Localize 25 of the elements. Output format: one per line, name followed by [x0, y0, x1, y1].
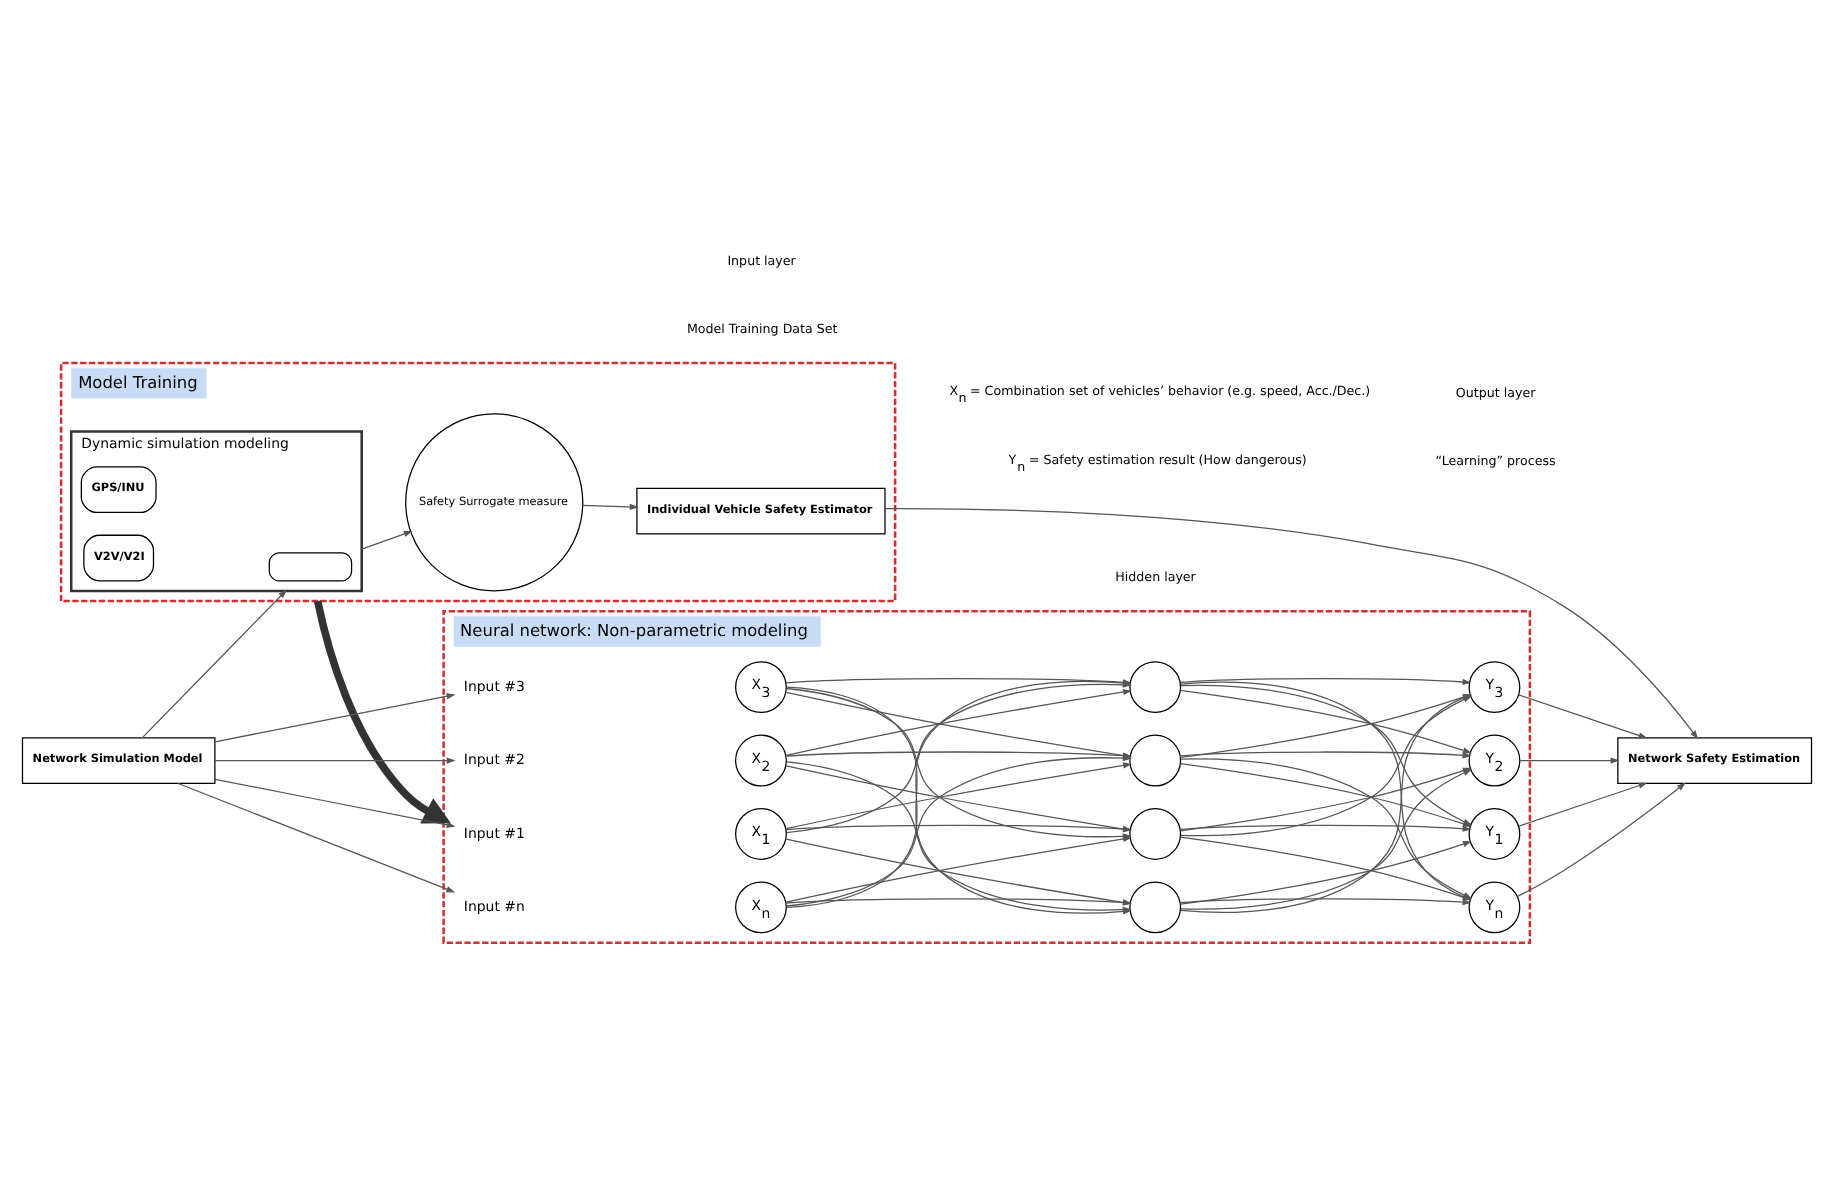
arrow [785, 751, 1132, 759]
arrow [1516, 782, 1686, 898]
arrow [1179, 898, 1472, 906]
arrow [1179, 677, 1472, 686]
arrow [214, 693, 456, 743]
arrow [582, 503, 639, 510]
arrow [1517, 782, 1648, 827]
node-box [268, 552, 353, 582]
node-circle [1129, 808, 1182, 860]
arrow [141, 589, 287, 739]
arrow [214, 778, 456, 828]
arrow [785, 824, 1132, 833]
node-circle [1129, 881, 1182, 934]
arrow [313, 600, 451, 824]
arrow [361, 530, 413, 550]
arrow [1179, 751, 1472, 759]
arrow [884, 507, 1699, 740]
arrow [1179, 824, 1472, 832]
arrow [1517, 694, 1648, 739]
node-circle [1129, 734, 1182, 787]
arrow [1519, 757, 1620, 764]
arrow [177, 782, 456, 893]
node-circle [1129, 661, 1182, 714]
arrow [785, 898, 1132, 906]
arrow [214, 757, 456, 764]
